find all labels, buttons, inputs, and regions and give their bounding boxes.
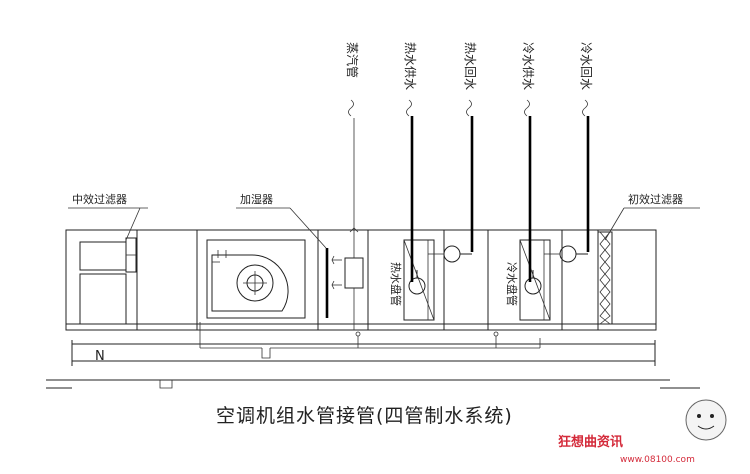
mascot-face-icon [685,399,727,441]
drain-lines [199,322,541,359]
hot-coil-section [403,239,472,321]
pipe-risers [348,99,590,282]
fan-section [206,239,306,319]
label-pre-filter: 初效过滤器 [628,192,683,206]
label-cold-coil: 冷水盘管 [505,262,519,306]
pipe-label-hot-return: 热水回水 [463,42,477,90]
pre-filter-block [597,231,613,325]
mascot-mouth-icon [697,425,715,430]
watermark: 狂想曲资讯 www.08100.com [558,399,727,465]
pipe-label-cold-supply: 冷水供水 [521,42,535,90]
mascot-eye-icon [710,414,714,418]
ahu-casing [65,229,657,331]
label-hot-coil: 热水盘管 [389,262,403,306]
watermark-url: www.08100.com [620,455,695,465]
pipe-label-steam: 蒸汽管 [345,42,360,78]
label-mid-filter: 中效过滤器 [72,192,127,206]
leader-lines [68,207,700,249]
label-humidifier: 加湿器 [240,193,273,206]
mid-filter-block [79,237,137,325]
mascot-eye-icon [697,414,701,418]
humidifier-section [325,227,364,330]
pipe-label-cold-return: 冷水回水 [579,42,593,90]
diagram-caption: 空调机组水管接管(四管制水系统) [216,405,513,427]
watermark-brand: 狂想曲资讯 [558,434,623,450]
floor-lines [46,340,700,389]
cold-coil-section [519,239,588,321]
floor-mark: N [95,349,105,364]
pipe-label-hot-supply: 热水供水 [403,42,417,90]
